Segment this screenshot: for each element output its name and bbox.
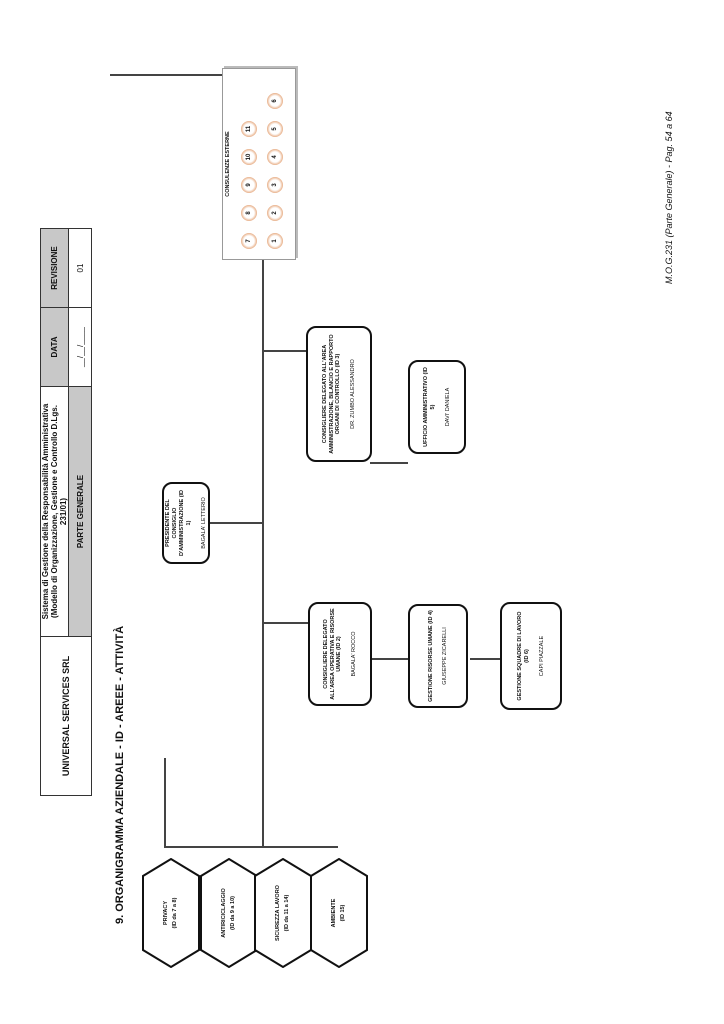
hr-name: GIUSEPPE ZICARELLI <box>442 627 449 685</box>
teams-name: CAPI PIAZZALE <box>538 635 545 677</box>
op-delegate-box: CONSIGLIERE DELEGATO ALL'AREA OPERATIVA … <box>308 602 372 706</box>
area-box-3: AMBIENTE(ID 15) <box>310 858 368 968</box>
area-ids: (ID da 11 a 14) <box>284 894 290 932</box>
consultant-circle: 7 <box>241 233 257 249</box>
area-box-1: ANTIRICICLAGGIO(ID da 9 a 10) <box>200 858 258 968</box>
areas-connector-line <box>164 846 335 848</box>
area-ids: (ID 15) <box>340 904 346 922</box>
admin-delegate-name: DR. ZUMBO ALESSANDRO <box>350 359 357 429</box>
area-label: PRIVACY <box>163 900 170 926</box>
area-line-2 <box>220 846 232 848</box>
external-title: CONSULENZE ESTERNE <box>225 131 231 197</box>
admin-office-line <box>370 462 408 464</box>
admin-office-title: UFFICIO AMMINISTRATIVO (ID 5) <box>423 367 436 447</box>
company-name: UNIVERSAL SERVICES SRL <box>40 636 92 796</box>
model-title: (Modello di Organizzazione, Gestione e C… <box>50 405 68 618</box>
area-line-3 <box>274 846 284 848</box>
consultant-circle: 1 <box>267 233 283 249</box>
section-label: PARTE GENERALE <box>68 386 92 637</box>
consultant-circle: 5 <box>267 121 283 137</box>
admin-office-box: UFFICIO AMMINISTRATIVO (ID 5) DAVI' DANI… <box>408 360 466 454</box>
hr-box: GESTIONE RISORSE UMANE (ID 4) GIUSEPPE Z… <box>408 604 468 708</box>
consultant-circle: 8 <box>241 205 257 221</box>
admin-delegate-title: CONSIGLIERE DELEGATO ALL'AREA AMMINISTRA… <box>321 334 342 454</box>
admin-delegate-box: CONSIGLIERE DELEGATO ALL'AREA AMMINISTRA… <box>306 326 372 462</box>
consultant-circle: 2 <box>267 205 283 221</box>
consultant-circle: 9 <box>241 177 257 193</box>
admin-office-name: DAVI' DANIELA <box>444 387 451 427</box>
area-box-0: PRIVACY(ID da 7 a 8) <box>142 858 200 968</box>
area-ids: (ID da 9 a 10) <box>230 896 236 930</box>
consultant-circle: 11 <box>241 121 257 137</box>
president-name: BAGALA' LETTERIO <box>200 497 207 549</box>
areas-branch-line <box>164 758 166 848</box>
chapter-title: 9. ORGANIGRAMMA AZIENDALE - ID - AREEE -… <box>114 625 126 924</box>
hr-title: GESTIONE RISORSE UMANE (ID 4) <box>427 610 434 702</box>
external-consultants-box: CONSULENZE ESTERNE 1 2 3 4 5 6 7 8 9 10 11 <box>222 68 296 260</box>
header-table: UNIVERSAL SERVICES SRL Sistema di Gestio… <box>40 228 92 796</box>
consultant-circle: 10 <box>241 149 257 165</box>
president-line <box>210 522 262 524</box>
area-box-2: SICUREZZA LAVORO(ID da 11 a 14) <box>254 858 312 968</box>
date-label: DATA <box>40 307 69 387</box>
op-delegate-name: BAGALA' ROCCO <box>351 631 358 677</box>
consultant-circle: 6 <box>267 93 283 109</box>
revision-value: 01 <box>68 228 92 308</box>
area-label: AMBIENTE <box>331 898 338 928</box>
teams-box: GESTIONE SQUADRE DI LAVORO (ID 6) CAPI P… <box>500 602 562 710</box>
date-value: __/__/____ <box>68 307 92 387</box>
president-title: PRESIDENTE DEL CONSIGLIO D'AMMINISTRAZIO… <box>165 489 192 557</box>
op-delegate-title: CONSIGLIERE DELEGATO ALL'AREA OPERATIVA … <box>322 608 343 700</box>
president-box: PRESIDENTE DEL CONSIGLIO D'AMMINISTRAZIO… <box>162 482 210 564</box>
op-line <box>262 622 308 624</box>
teams-line <box>470 658 500 660</box>
area-label: ANTIRICICLAGGIO <box>221 888 228 938</box>
area-label: SICUREZZA LAVORO <box>275 885 282 941</box>
system-title-cell: Sistema di Gestione della Responsabilità… <box>40 386 69 637</box>
consultant-circle: 4 <box>267 149 283 165</box>
area-line-4 <box>330 846 338 848</box>
admin-line <box>262 350 306 352</box>
area-ids: (ID da 7 a 8) <box>172 897 178 929</box>
page-footer: M.O.G.231 (Parte Generale) - Pag. 54 a 6… <box>664 111 674 284</box>
revision-label: REVISIONE <box>40 228 69 308</box>
consultant-circle: 3 <box>267 177 283 193</box>
system-title: Sistema di Gestione della Responsabilità… <box>41 403 50 620</box>
hr-line <box>370 658 408 660</box>
teams-title: GESTIONE SQUADRE DI LAVORO (ID 6) <box>517 611 530 701</box>
